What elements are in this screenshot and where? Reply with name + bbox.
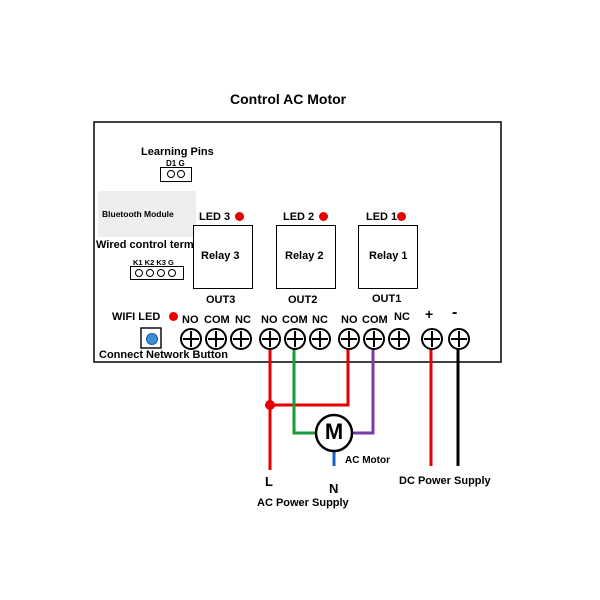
connect-network-button-label: Connect Network Button — [99, 349, 228, 361]
led-3-label: LED 3 — [199, 211, 231, 223]
ac-motor-symbol — [314, 413, 354, 453]
terminal-dc-positive[interactable] — [421, 328, 443, 350]
out3-no-label: NO — [182, 314, 199, 326]
out2-nc-label: NC — [312, 314, 328, 326]
learning-pins-pin-labels: D1 G — [166, 159, 185, 168]
out1-label: OUT1 — [372, 293, 402, 305]
live-junction — [265, 400, 275, 410]
pin-g2 — [168, 269, 176, 277]
wifi-led-indicator — [169, 312, 178, 321]
relay-2 — [276, 225, 336, 289]
ac-motor-label: AC Motor — [345, 455, 390, 466]
wifi-led-label: WIFI LED — [112, 311, 161, 323]
wired-control-label: Wired control terminals — [96, 239, 219, 251]
terminal-out2-nc[interactable] — [309, 328, 331, 350]
pin-k2 — [146, 269, 154, 277]
com-out1-wire — [351, 338, 375, 435]
out3-com-label: COM — [204, 314, 230, 326]
live-wire-bridge — [270, 338, 350, 407]
led-2-label: LED 2 — [283, 211, 315, 223]
ac-power-supply-label: AC Power Supply — [257, 497, 349, 509]
live-label: L — [265, 474, 273, 489]
out1-nc-label: NC — [394, 311, 410, 323]
relay-1-label: Relay 1 — [369, 250, 408, 262]
learning-pins-header[interactable] — [160, 167, 192, 182]
dc-power-supply-label: DC Power Supply — [399, 475, 491, 487]
page-title: Control AC Motor — [230, 91, 347, 107]
terminal-out1-nc[interactable] — [388, 328, 410, 350]
relay-1 — [358, 225, 418, 289]
terminal-out2-com[interactable] — [284, 328, 306, 350]
out2-label: OUT2 — [288, 294, 318, 306]
terminal-out3-no[interactable] — [180, 328, 202, 350]
controller-board — [93, 121, 502, 363]
neutral-label: N — [329, 481, 339, 496]
out3-label: OUT3 — [206, 294, 236, 306]
pin-k3 — [157, 269, 165, 277]
relay-3 — [193, 225, 253, 289]
led-1-indicator — [397, 212, 406, 221]
bluetooth-module-box — [98, 191, 196, 237]
pin-k1 — [135, 269, 143, 277]
terminal-out2-no[interactable] — [259, 328, 281, 350]
terminal-dc-negative[interactable] — [448, 328, 470, 350]
terminal-out1-com[interactable] — [363, 328, 385, 350]
led-1-label: LED 1 — [366, 211, 398, 223]
relay-3-label: Relay 3 — [201, 250, 240, 262]
led-2-indicator — [319, 212, 328, 221]
out3-nc-label: NC — [235, 314, 251, 326]
pin-g — [177, 170, 185, 178]
terminal-out3-nc[interactable] — [230, 328, 252, 350]
wired-control-header[interactable] — [130, 266, 184, 280]
led-3-indicator — [235, 212, 244, 221]
learning-pins-label: Learning Pins — [141, 146, 214, 158]
out2-com-label: COM — [282, 314, 308, 326]
out2-no-label: NO — [261, 314, 278, 326]
dc-minus-label: - — [452, 304, 458, 321]
out1-no-label: NO — [341, 314, 358, 326]
out1-com-label: COM — [362, 314, 388, 326]
com-out2-wire — [292, 338, 318, 435]
relay-2-label: Relay 2 — [285, 250, 324, 262]
bluetooth-module-label: Bluetooth Module — [102, 209, 174, 219]
terminal-out3-com[interactable] — [205, 328, 227, 350]
motor-symbol: M — [324, 419, 344, 444]
pin-d1 — [167, 170, 175, 178]
connect-network-button[interactable] — [146, 333, 158, 345]
terminal-out1-no[interactable] — [338, 328, 360, 350]
wired-control-pin-labels: K1 K2 K3 G — [133, 258, 174, 267]
dc-plus-label: + — [425, 306, 434, 322]
